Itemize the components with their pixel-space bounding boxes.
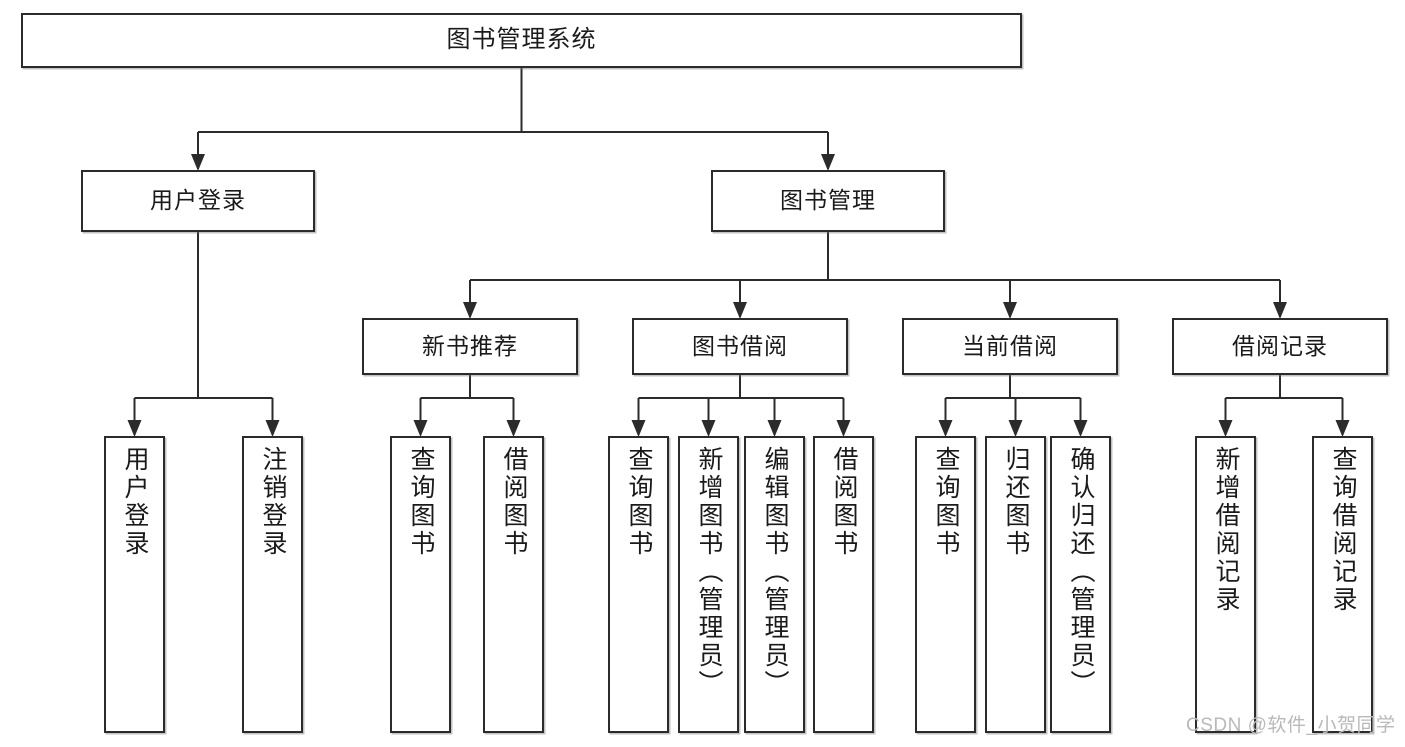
node-label: 查询借阅记录 [1329, 446, 1357, 614]
node-label: 图书借阅 [692, 332, 788, 359]
node-l1a[interactable]: 用户登录 [81, 170, 315, 232]
node-label: 新增图书（管理员） [695, 446, 723, 698]
node-label: 当前借阅 [962, 332, 1058, 359]
node-label: 注销登录 [259, 446, 287, 558]
node-leaf02[interactable]: 注销登录 [242, 436, 303, 733]
node-label: 图书管理系统 [446, 26, 597, 54]
node-label: 查询图书 [625, 446, 653, 558]
node-root[interactable]: 图书管理系统 [21, 13, 1022, 68]
node-leaf13[interactable]: 查询借阅记录 [1312, 436, 1373, 733]
node-leaf07[interactable]: 编辑图书（管理员） [744, 436, 805, 733]
node-leaf04[interactable]: 借阅图书 [483, 436, 544, 733]
node-label: 新书推荐 [422, 332, 518, 359]
node-l1b[interactable]: 图书管理 [711, 170, 945, 232]
node-label: 用户登录 [121, 446, 149, 558]
node-label: 图书管理 [780, 187, 876, 214]
node-label: 查询图书 [407, 446, 435, 558]
node-leaf10[interactable]: 归还图书 [985, 436, 1046, 733]
node-l2d[interactable]: 借阅记录 [1172, 318, 1388, 375]
node-label: 借阅图书 [500, 446, 528, 558]
node-label: 用户登录 [150, 187, 246, 214]
node-l2b[interactable]: 图书借阅 [632, 318, 848, 375]
node-leaf01[interactable]: 用户登录 [104, 436, 165, 733]
node-leaf09[interactable]: 查询图书 [915, 436, 976, 733]
node-label: 归还图书 [1002, 446, 1030, 558]
node-label: 借阅图书 [830, 446, 858, 558]
node-leaf11[interactable]: 确认归还（管理员） [1050, 436, 1111, 733]
node-leaf03[interactable]: 查询图书 [390, 436, 451, 733]
node-leaf08[interactable]: 借阅图书 [813, 436, 874, 733]
node-leaf05[interactable]: 查询图书 [608, 436, 669, 733]
node-label: 借阅记录 [1232, 332, 1328, 359]
watermark: CSDN @软件_小贺同学 [1186, 715, 1396, 736]
node-leaf06[interactable]: 新增图书（管理员） [678, 436, 739, 733]
node-label: 确认归还（管理员） [1067, 446, 1095, 698]
node-l2a[interactable]: 新书推荐 [362, 318, 578, 375]
node-leaf12[interactable]: 新增借阅记录 [1195, 436, 1256, 733]
node-label: 新增借阅记录 [1212, 446, 1240, 614]
node-label: 查询图书 [932, 446, 960, 558]
node-label: 编辑图书（管理员） [761, 446, 789, 698]
node-l2c[interactable]: 当前借阅 [902, 318, 1118, 375]
